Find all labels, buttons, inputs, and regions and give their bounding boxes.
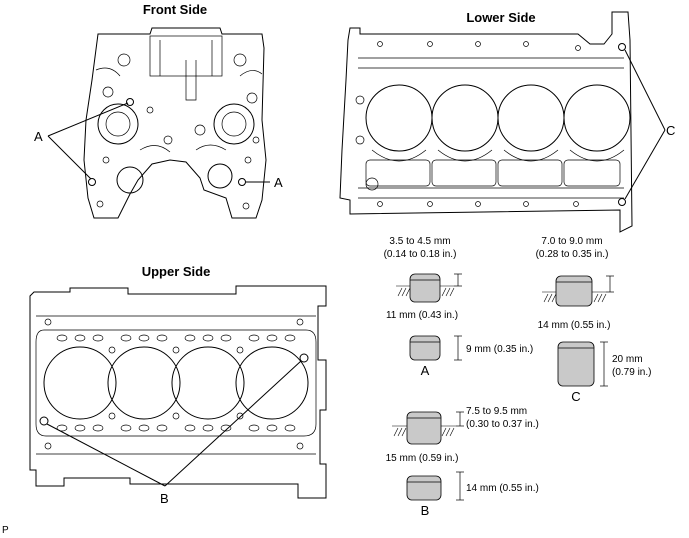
pin-b-label: B bbox=[421, 503, 430, 518]
callout-a-left: A bbox=[34, 129, 43, 144]
lower-side-title: Lower Side bbox=[466, 10, 535, 25]
front-side-view: Front Side A A bbox=[34, 2, 283, 219]
pin-a-detail: 3.5 to 4.5 mm (0.14 to 0.18 in.) 11 mm (… bbox=[384, 236, 534, 378]
pin-a-label: A bbox=[421, 363, 430, 378]
pin-c-label: C bbox=[571, 389, 580, 404]
pin-b-length: 14 mm (0.55 in.) bbox=[466, 483, 539, 494]
pin-c-length-in: (0.79 in.) bbox=[612, 367, 651, 378]
pin-a-diameter: 11 mm (0.43 in.) bbox=[386, 310, 458, 321]
upper-side-view: Upper Side B bbox=[29, 264, 327, 506]
lower-side-view: Lower Side C bbox=[339, 10, 675, 233]
callout-c: C bbox=[666, 123, 675, 138]
pin-b-protrusion-in: (0.30 to 0.37 in.) bbox=[466, 419, 539, 430]
dowel-a-lower-right bbox=[238, 178, 246, 186]
pin-c-detail: 7.0 to 9.0 mm (0.28 to 0.35 in.) 14 mm (… bbox=[536, 236, 652, 404]
pin-b-protrusion: 7.5 to 9.5 mm bbox=[466, 406, 527, 417]
pin-c-protrusion: 7.0 to 9.0 mm bbox=[541, 236, 602, 247]
front-side-title: Front Side bbox=[143, 2, 207, 17]
callout-b: B bbox=[160, 491, 169, 506]
callout-a-right: A bbox=[274, 175, 283, 190]
dowel-c-upper bbox=[618, 43, 626, 51]
pin-a-protrusion: 3.5 to 4.5 mm bbox=[389, 236, 450, 247]
pin-c-protrusion-in: (0.28 to 0.35 in.) bbox=[536, 249, 609, 260]
pin-a-protrusion-in: (0.14 to 0.18 in.) bbox=[384, 249, 457, 260]
dowel-b-left bbox=[39, 416, 49, 426]
upper-side-title: Upper Side bbox=[142, 264, 211, 279]
pin-c-length: 20 mm bbox=[612, 354, 643, 365]
pin-c-diameter: 14 mm (0.55 in.) bbox=[538, 320, 611, 331]
dowel-c-lower bbox=[618, 198, 626, 206]
dowel-a-upper bbox=[126, 98, 134, 106]
pin-a-length: 9 mm (0.35 in.) bbox=[466, 344, 533, 355]
dowel-b-right bbox=[299, 353, 309, 363]
dowel-a-lower-left bbox=[88, 178, 96, 186]
pin-b-diameter: 15 mm (0.59 in.) bbox=[386, 453, 459, 464]
figure-code: P bbox=[2, 525, 9, 536]
pin-b-detail: 7.5 to 9.5 mm (0.30 to 0.37 in.) 15 mm (… bbox=[386, 406, 539, 518]
